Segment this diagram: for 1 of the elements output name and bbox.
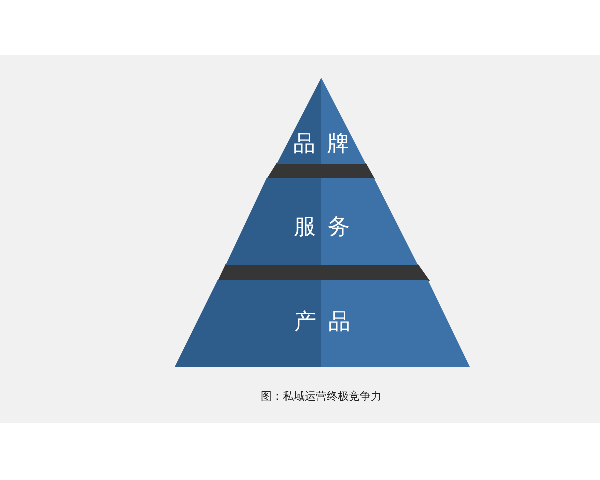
caption: 图：私域运营终极竞争力 [261, 390, 382, 404]
